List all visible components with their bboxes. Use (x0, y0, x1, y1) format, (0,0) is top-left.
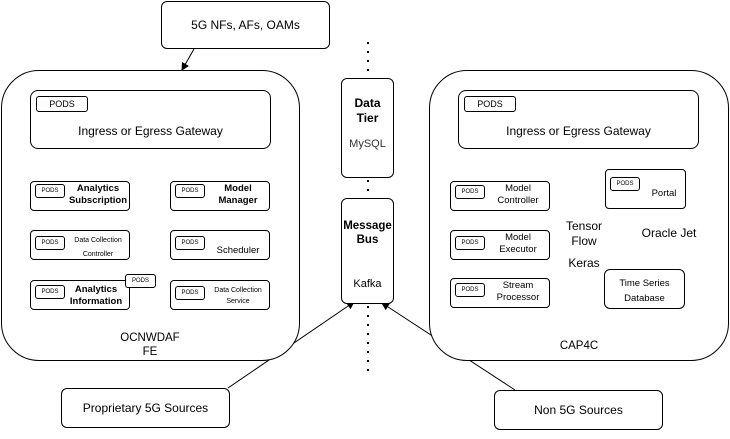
right-gateway-pods: PODS (464, 96, 516, 112)
left-gateway-box: PODS Ingress or Egress Gateway (30, 90, 271, 149)
source-5g-nfs-label: 5G NFs, AFs, OAMs (191, 18, 300, 32)
service-pods: PODS (35, 285, 65, 299)
service-label: Scheduler (216, 245, 260, 256)
oracle-jet-label: Oracle Jet (641, 226, 697, 240)
service-model-executor: PODS Model Executor (450, 230, 550, 260)
message-bus-title: Message Bus (343, 220, 392, 247)
service-model-controller: PODS Model Controller (450, 181, 550, 211)
tensorflow-label: Tensor Flow (565, 219, 603, 248)
time-series-database-box: Time Series Database (604, 269, 685, 309)
portal-box: PODS Portal (605, 169, 686, 209)
source-non-5g: Non 5G Sources (494, 390, 663, 430)
service-pods: PODS (455, 185, 485, 199)
right-gateway-label: Ingress or Egress Gateway (506, 124, 651, 138)
source-5g-nfs: 5G NFs, AFs, OAMs (161, 1, 330, 49)
service-pods: PODS (35, 236, 65, 250)
arrow-top-source-to-ocnwdaf (181, 48, 195, 71)
keras-label: Keras (568, 256, 600, 270)
portal-pods: PODS (610, 177, 640, 191)
service-pods: PODS (175, 286, 205, 300)
service-stream-processor: PODS Stream Processor (450, 278, 550, 308)
service-label: Analytics Information (69, 284, 123, 307)
message-bus-sub: Kafka (353, 278, 382, 290)
data-tier-box: Data Tier MySQL (341, 78, 394, 178)
service-pods: PODS (455, 236, 485, 250)
service-label: Data Collection Controller (74, 237, 122, 258)
service-analytics-subscription: PODS Analytics Subscription (30, 181, 130, 211)
service-label: Stream Processor (496, 280, 540, 303)
service-data-collection-controller: PODS Data Collection Controller (30, 230, 130, 260)
service-analytics-information: PODS Analytics Information (30, 280, 130, 310)
ocnwdaf-label: OCNWDAF FE (120, 332, 180, 359)
service-pods: PODS (175, 236, 205, 250)
service-label: Model Controller (497, 183, 539, 206)
source-proprietary-5g-label: Proprietary 5G Sources (82, 401, 209, 415)
data-tier-title: Data Tier (354, 96, 381, 125)
data-tier-sub: MySQL (349, 138, 386, 150)
portal-label: Portal (651, 188, 677, 199)
message-bus-box: Message Bus Kafka (341, 198, 394, 304)
left-gateway-pods: PODS (36, 96, 88, 112)
service-label: Data Collection Service (214, 287, 262, 305)
right-gateway-box: PODS Ingress or Egress Gateway (458, 90, 699, 149)
service-pods: PODS (455, 283, 485, 297)
source-non-5g-label: Non 5G Sources (534, 403, 623, 417)
source-proprietary-5g: Proprietary 5G Sources (61, 388, 230, 428)
service-model-manager: PODS Model Manager (170, 181, 270, 211)
service-pods: PODS (35, 184, 65, 198)
time-series-database-label: Time Series Database (619, 278, 670, 304)
service-data-collection-service: PODS Data Collection Service (170, 280, 270, 310)
service-extra-pods: PODS (125, 274, 156, 288)
service-scheduler: PODS Scheduler (170, 230, 270, 260)
service-pods: PODS (175, 184, 205, 198)
service-label: Model Manager (218, 183, 258, 206)
service-label: Model Executor (499, 232, 537, 255)
service-label: Analytics Subscription (68, 183, 128, 206)
left-gateway-label: Ingress or Egress Gateway (78, 124, 223, 138)
cap4c-label: CAP4C (559, 340, 599, 352)
